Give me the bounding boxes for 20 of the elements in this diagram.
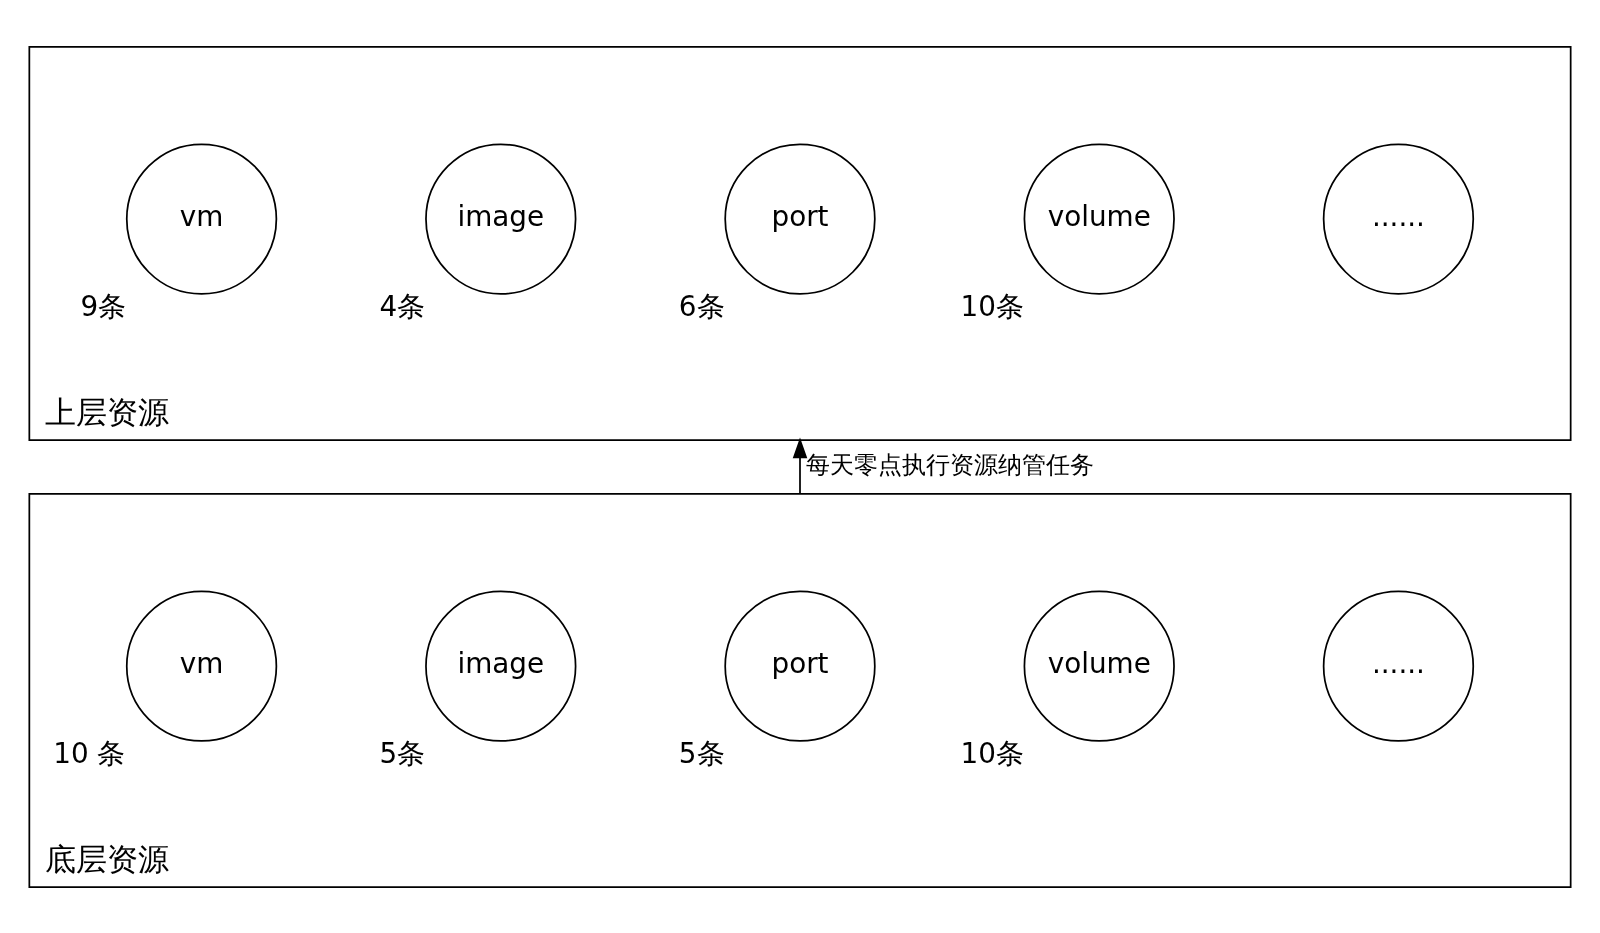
node-circle: image: [425, 142, 577, 295]
node-circle: port: [724, 142, 876, 295]
edge-label: 每天零点执行资源纳管任务: [805, 449, 1094, 479]
arrow: [792, 436, 808, 495]
node-circle: ......: [1322, 590, 1475, 742]
node-circle: vm: [125, 142, 278, 295]
node-label: 5条: [678, 736, 725, 770]
node-circle: ......: [1322, 142, 1475, 295]
node-circle: image: [425, 590, 577, 742]
node-label: 10条: [960, 289, 1024, 323]
node-label: 4条: [379, 289, 426, 323]
node-label: 10条: [960, 736, 1024, 770]
node-circle: port: [724, 590, 876, 742]
node-label: 5条: [379, 736, 426, 770]
node-label: 10 条: [53, 736, 126, 770]
node-circle: vm: [125, 590, 278, 742]
node-circle: volume: [1023, 142, 1175, 295]
node-label: 6条: [678, 289, 725, 323]
node-label: 9条: [80, 289, 127, 323]
node-circle: volume: [1023, 590, 1175, 742]
